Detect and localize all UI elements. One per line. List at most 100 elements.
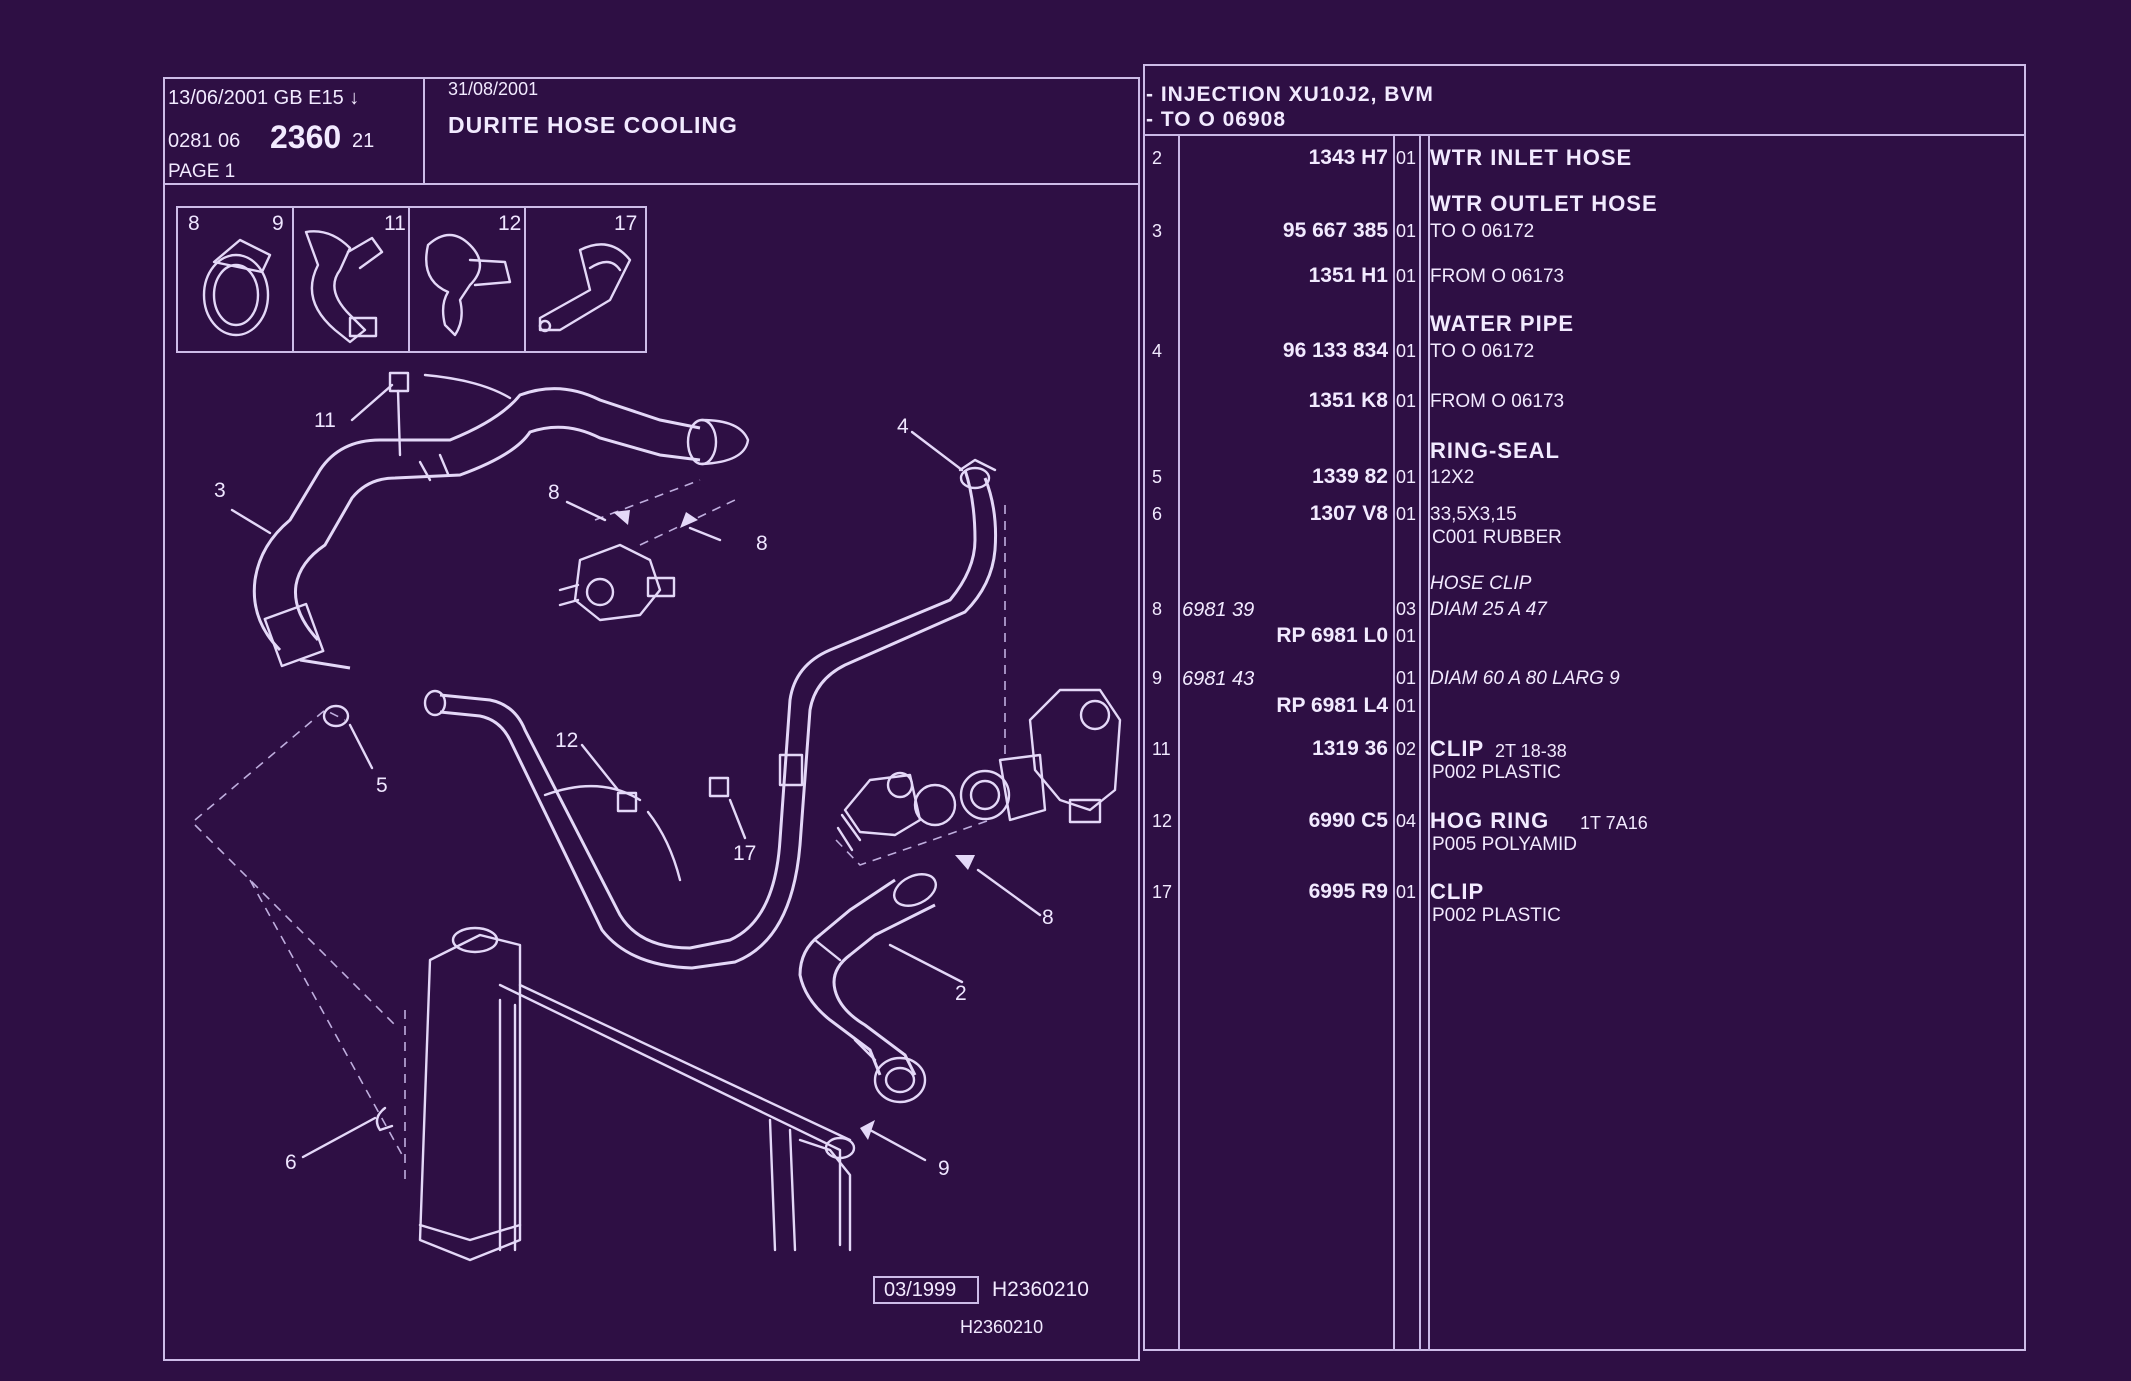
part-item-number: 6 [1152, 504, 1163, 524]
page-title: DURITE HOSE COOLING [448, 112, 738, 138]
part-description: CLIP [1430, 736, 1485, 761]
part-quantity: 01 [1396, 221, 1417, 241]
part-quantity: 01 [1396, 266, 1417, 286]
callout-8-upper-right: 8 [756, 532, 768, 555]
part-description-extra: 2T 18-38 [1495, 741, 1567, 761]
part-item-number: 8 [1152, 599, 1163, 619]
part-description: DIAM 25 A 47 [1430, 599, 1547, 620]
callout-4: 4 [897, 415, 909, 438]
part-quantity: 01 [1396, 391, 1417, 411]
part-quantity: 03 [1396, 599, 1417, 619]
footer-boxed-date: 03/1999 [884, 1279, 957, 1301]
part-item-number: 5 [1152, 467, 1163, 487]
column-divider-ref [1393, 134, 1395, 1351]
header-ref-main: 2360 [270, 119, 342, 155]
clip-17-inset-icon [538, 243, 632, 333]
part-item-number: 17 [1152, 882, 1173, 902]
part-reference: 1339 82 [1312, 465, 1388, 488]
part-description: WTR OUTLET HOSE [1430, 191, 1658, 216]
part-description: 12X2 [1430, 467, 1475, 488]
column-divider-qty-b [1428, 134, 1430, 1351]
footer-code-1: H2360210 [992, 1278, 1089, 1301]
footer-code-2: H2360210 [960, 1317, 1044, 1337]
part-note: P002 PLASTIC [1432, 762, 1561, 783]
clip-11-inset-icon [304, 230, 384, 344]
header-doc-date: 31/08/2001 [448, 79, 539, 99]
part-reference: 96 133 834 [1282, 339, 1388, 362]
part-description: RING-SEAL [1430, 438, 1560, 463]
part-quantity: 01 [1396, 696, 1417, 716]
application-line-2: - TO O 06908 [1146, 108, 1287, 131]
callout-5: 5 [376, 774, 388, 797]
part-description: TO O 06172 [1430, 221, 1535, 242]
application-line-1: - INJECTION XU10J2, BVM [1146, 83, 1434, 106]
part-alt-reference: 6981 43 [1182, 668, 1255, 690]
part-item-number: 4 [1152, 341, 1163, 361]
column-divider-item [1178, 134, 1180, 1351]
part-quantity: 01 [1396, 341, 1417, 361]
inset-label-8: 8 [188, 212, 200, 235]
part-note: C001 RUBBER [1432, 527, 1562, 548]
inset-label-11: 11 [384, 212, 406, 235]
footer-date-box [873, 1276, 979, 1304]
part-note: P002 PLASTIC [1432, 905, 1561, 926]
part-note: P005 POLYAMID [1432, 834, 1578, 855]
part-item-number: 9 [1152, 668, 1163, 688]
callout-8-upper-left: 8 [548, 481, 560, 504]
part-description: FROM O 06173 [1430, 266, 1565, 287]
part-item-number: 11 [1152, 739, 1171, 759]
part-reference: 6990 C5 [1308, 809, 1388, 832]
callout-9: 9 [938, 1157, 950, 1180]
part-quantity: 01 [1396, 668, 1417, 688]
part-description: HOG RING [1430, 808, 1550, 833]
inset-box-17 [524, 206, 647, 353]
hog-ring-12-inset-icon [425, 233, 512, 337]
header-ref-prefix: 0281 06 [168, 130, 241, 152]
part-quantity: 04 [1396, 811, 1417, 831]
part-reference: RP 6981 L0 [1276, 624, 1388, 647]
callout-11: 11 [314, 409, 336, 432]
part-description: WATER PIPE [1430, 311, 1575, 336]
inset-label-9: 9 [272, 212, 284, 235]
part-reference: 1307 V8 [1309, 502, 1388, 525]
part-description: HOSE CLIP [1430, 573, 1532, 594]
callout-3: 3 [214, 479, 226, 502]
part-quantity: 01 [1396, 626, 1417, 646]
part-description: WTR INLET HOSE [1430, 145, 1633, 170]
part-quantity: 01 [1396, 148, 1417, 168]
part-reference: 1319 36 [1312, 737, 1388, 760]
part-reference: 1351 K8 [1308, 389, 1388, 412]
column-divider-qty-a [1419, 134, 1421, 1351]
part-description: 33,5X3,15 [1430, 504, 1517, 525]
part-quantity: 01 [1396, 882, 1417, 902]
callout-17: 17 [733, 842, 757, 865]
header-date-line: 13/06/2001 GB E15 ↓ [168, 87, 360, 109]
inset-label-12: 12 [498, 212, 522, 235]
part-description: DIAM 60 A 80 LARG 9 [1430, 668, 1620, 689]
part-description: TO O 06172 [1430, 341, 1535, 362]
header-ref-suffix: 21 [352, 130, 375, 152]
part-reference: 6995 R9 [1308, 880, 1388, 903]
part-reference: RP 6981 L4 [1276, 694, 1388, 717]
header-page: PAGE 1 [168, 161, 236, 182]
part-quantity: 01 [1396, 467, 1417, 487]
part-item-number: 12 [1152, 811, 1173, 831]
parts-list-panel [1143, 64, 2026, 1351]
callout-8-lower: 8 [1042, 906, 1054, 929]
part-reference: 1343 H7 [1308, 146, 1388, 169]
callout-6: 6 [285, 1151, 297, 1174]
part-quantity: 01 [1396, 504, 1417, 524]
header-title-box [423, 77, 1140, 185]
part-quantity: 02 [1396, 739, 1417, 759]
part-item-number: 2 [1152, 148, 1163, 168]
part-alt-reference: 6981 39 [1182, 599, 1255, 621]
part-item-number: 3 [1152, 221, 1163, 241]
application-divider [1143, 134, 2026, 136]
part-reference: 1351 H1 [1308, 264, 1388, 287]
part-description: CLIP [1430, 879, 1485, 904]
inset-label-17: 17 [614, 212, 638, 235]
part-description: FROM O 06173 [1430, 391, 1565, 412]
part-description-extra: 1T 7A16 [1580, 813, 1648, 833]
